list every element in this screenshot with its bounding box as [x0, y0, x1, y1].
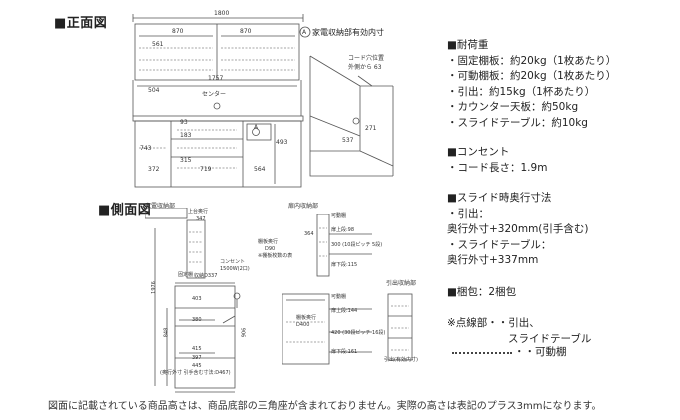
load-item: ・カウンター天板：約50kg: [447, 101, 579, 113]
dim-870-left: 870: [172, 28, 184, 35]
movable-shelf-legend-label: ・・可動棚: [514, 346, 567, 358]
slide-depth-label: 収納D337: [194, 273, 218, 279]
lower-door-115: 扉下段:115: [331, 262, 358, 268]
footer-note: 図面に記載されている商品高さは、商品底部の三角座が含まれておりません。実際の高さ…: [48, 401, 602, 412]
dim-364: 364: [304, 231, 314, 237]
movable-shelf-legend-line: [452, 352, 512, 354]
shelf-depth-label: 棚板奥行: [258, 239, 279, 245]
detail-note-2: 外側から 63: [348, 64, 382, 71]
dim-870-right: 870: [240, 28, 252, 35]
detail-title: 家電収納部有効内寸: [312, 28, 384, 37]
outlet-label: コンセント: [220, 259, 246, 265]
depth-347: 347: [196, 216, 206, 222]
detail-note-1: コード穴位置: [348, 55, 385, 62]
stack-note: ※棚板枚数の表: [258, 253, 293, 259]
cabinet-shelf-d400: D400: [296, 322, 310, 328]
dim-315: 315: [180, 157, 192, 164]
outlet-title: ■コンセント: [447, 146, 510, 158]
dim-183: 183: [180, 132, 192, 139]
depth-403: 403: [192, 296, 202, 302]
fixed-shelf-label: 固定棚: [178, 272, 194, 278]
slide-item: 奥行外寸+337mm: [447, 254, 539, 266]
dim-561: 561: [152, 41, 164, 48]
note-title: ※点線部・・引出、: [447, 317, 540, 329]
movable-shelf-label-2: 可動棚: [331, 294, 347, 300]
slide-item: ・引出：: [447, 207, 489, 220]
slide-item: ・スライドテーブル：: [447, 238, 552, 251]
slide-item: 奥行外寸+320mm(引手含む): [447, 223, 589, 235]
height-906: 906: [241, 327, 248, 338]
dim-271: 271: [365, 125, 377, 132]
dim-1800: 1800: [214, 10, 230, 17]
note-sub: スライドテーブル: [508, 332, 592, 345]
upper-door-98: 扉上段:98: [331, 227, 355, 233]
dim-504: 504: [148, 87, 160, 94]
load-item: ・固定棚板：約20kg（1枚あたり）: [447, 54, 617, 67]
outlet-watts: 1500W(2口): [220, 266, 250, 272]
center-label: センター: [202, 91, 227, 98]
front-view-heading: ■正面図: [54, 16, 108, 31]
pitch-420: 420 (30段ピッチ 16段): [331, 330, 386, 336]
depth-397: 397: [192, 355, 202, 361]
depth-445: 445: [192, 363, 202, 369]
packing-info: ■梱包：2梱包: [447, 286, 517, 298]
box-cabinet: 扉内収納部: [288, 203, 319, 210]
dim-537: 537: [342, 137, 354, 144]
side-view-drawer: [387, 293, 413, 361]
pitch-300: 300 (10段ピッチ 5段): [331, 242, 383, 248]
load-item: ・スライドテーブル：約10kg: [447, 116, 588, 129]
dim-743: 743: [140, 145, 152, 152]
load-item: ・引出：約15kg（1杯あたり）: [447, 85, 596, 98]
box-appliance: 家電収納部: [145, 203, 176, 210]
lower-door-161: 扉下段:161: [331, 349, 358, 355]
movable-shelf-label: 可動棚: [331, 213, 347, 219]
load-title: ■耐荷重: [447, 39, 489, 51]
shelf-d90: D90: [265, 246, 276, 252]
side-view-heading: ■側面図: [98, 203, 152, 218]
side-view-cabinet: [282, 214, 372, 365]
upper-door-144: 扉上段:144: [331, 308, 358, 314]
dim-93: 93: [180, 119, 188, 126]
height-1976: 1976: [150, 281, 157, 294]
front-view-drawing: [132, 14, 304, 188]
depth-415: 415: [192, 346, 202, 352]
outlet-item: ・コード長さ：1.9m: [447, 161, 548, 174]
cabinet-shelf-depth: 棚板奥行: [296, 315, 317, 321]
load-item: ・可動棚板：約20kg（1枚あたり）: [447, 70, 617, 82]
drawer-note: 引出(有効内寸): [384, 357, 418, 363]
dim-1757: 1757: [208, 75, 224, 82]
height-848: 848: [163, 327, 170, 338]
slide-title: ■スライド時奥行寸法: [447, 192, 552, 204]
side-view-appliance: [145, 208, 241, 393]
marker-a-front: A: [254, 124, 259, 131]
dim-719: 719: [200, 166, 212, 173]
top-depth-label: 上台奥行: [188, 209, 209, 215]
dim-564: 564: [254, 166, 266, 173]
depth-380: 380: [192, 317, 202, 323]
dim-372: 372: [148, 166, 160, 173]
detail-a-drawing: [299, 26, 394, 177]
box-drawer: 引出収納部: [386, 280, 417, 287]
detail-marker: A: [302, 29, 307, 36]
depth-note: (奥行外寸 引手含む寸法:D467): [160, 370, 231, 376]
dim-493: 493: [276, 139, 288, 146]
